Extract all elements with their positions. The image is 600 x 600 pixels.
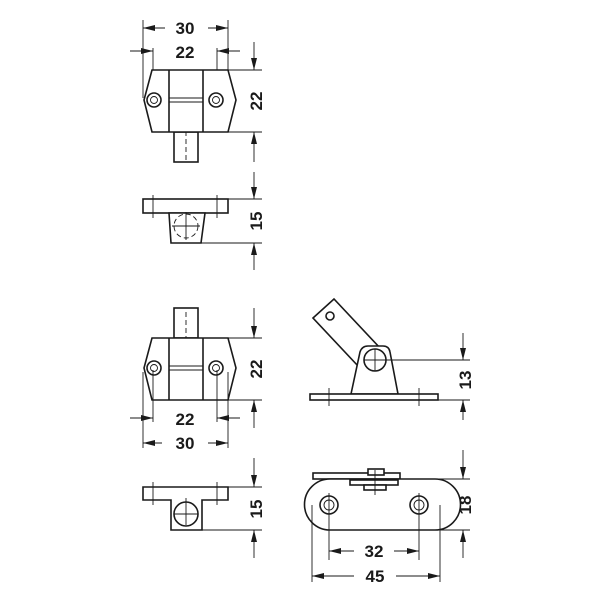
dim-bottom-overall-width: 30 bbox=[176, 434, 195, 453]
strike-top-view: 18 32 45 bbox=[303, 450, 475, 586]
dim-bottom-height: 22 bbox=[247, 360, 266, 379]
dim-top-overall-width: 30 bbox=[176, 19, 195, 38]
dim-top-hole-spacing: 22 bbox=[176, 43, 195, 62]
bottom-catch-front-view: 22 22 30 bbox=[130, 307, 266, 453]
dim-bottom-hole-spacing: 22 bbox=[176, 410, 195, 429]
strike-side-view: 13 bbox=[309, 297, 475, 420]
dim-top-side-height: 15 bbox=[247, 212, 266, 231]
bottom-catch-side-view: 15 bbox=[142, 458, 266, 558]
dim-strike-width: 18 bbox=[456, 496, 475, 515]
dim-top-height: 22 bbox=[247, 92, 266, 111]
top-catch-front-view: 30 22 22 bbox=[130, 19, 266, 163]
dim-strike-hole-spacing: 32 bbox=[365, 542, 384, 561]
dim-strike-overall-length: 45 bbox=[366, 567, 385, 586]
dim-bottom-side-height: 15 bbox=[247, 500, 266, 519]
dim-strike-pivot-height: 13 bbox=[456, 371, 475, 390]
top-catch-side-view: 15 bbox=[142, 172, 266, 270]
